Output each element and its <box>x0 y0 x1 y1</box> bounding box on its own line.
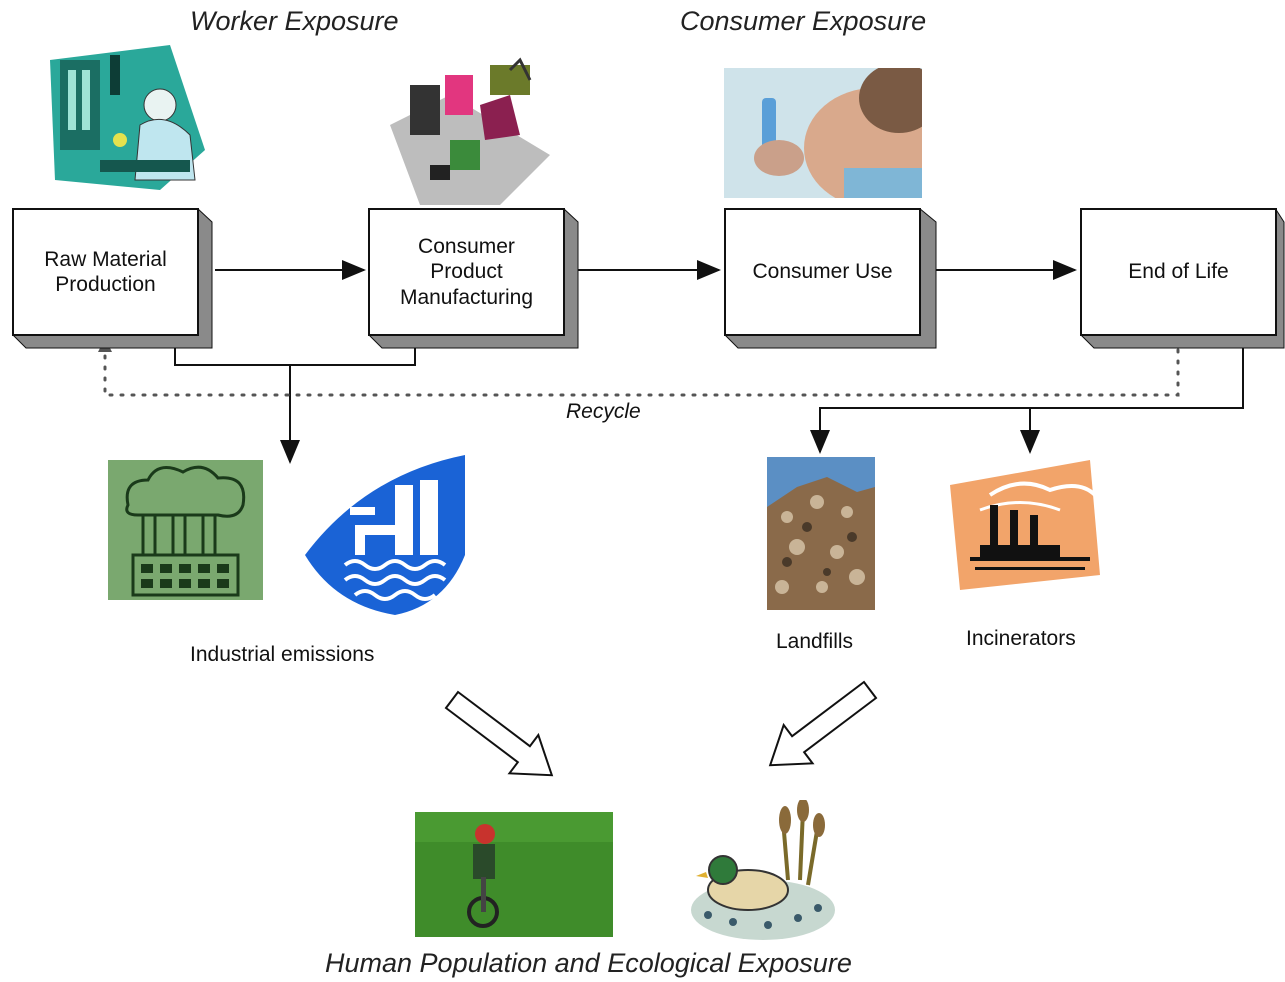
water-pollution-icon <box>305 455 465 615</box>
factory-machinery-icon <box>390 57 550 205</box>
worker-exposure-heading: Worker Exposure <box>190 6 399 36</box>
industrial-emissions-label: Industrial emissions <box>190 643 375 666</box>
consumer-product-manufacturing-box: Consumer Product Manufacturing <box>368 208 565 336</box>
emissions-collector <box>174 348 416 366</box>
spray-bottle-photo <box>724 68 922 198</box>
end-of-life-box: End of Life <box>1080 208 1277 336</box>
raw-material-production-box: Raw Material Production <box>12 208 199 336</box>
end-of-life-branch <box>810 335 1244 454</box>
incinerators-label: Incinerators <box>966 627 1076 650</box>
recycle-label: Recycle <box>566 400 641 423</box>
duck-pond-icon <box>691 800 835 940</box>
incinerator-icon <box>950 460 1100 590</box>
child-bicycle-photo <box>415 812 613 937</box>
recycle-path <box>103 348 1180 397</box>
landfills-label: Landfills <box>776 630 854 653</box>
hollow-arrow-right <box>768 680 878 767</box>
ecological-exposure-heading: Human Population and Ecological Exposure <box>325 948 852 978</box>
factory-emissions-icon <box>108 460 263 600</box>
hollow-arrow-left <box>444 690 554 777</box>
consumer-exposure-heading: Consumer Exposure <box>680 6 927 36</box>
consumer-use-box: Consumer Use <box>724 208 921 336</box>
worker-lab-icon <box>50 45 205 190</box>
landfill-photo <box>767 457 875 610</box>
